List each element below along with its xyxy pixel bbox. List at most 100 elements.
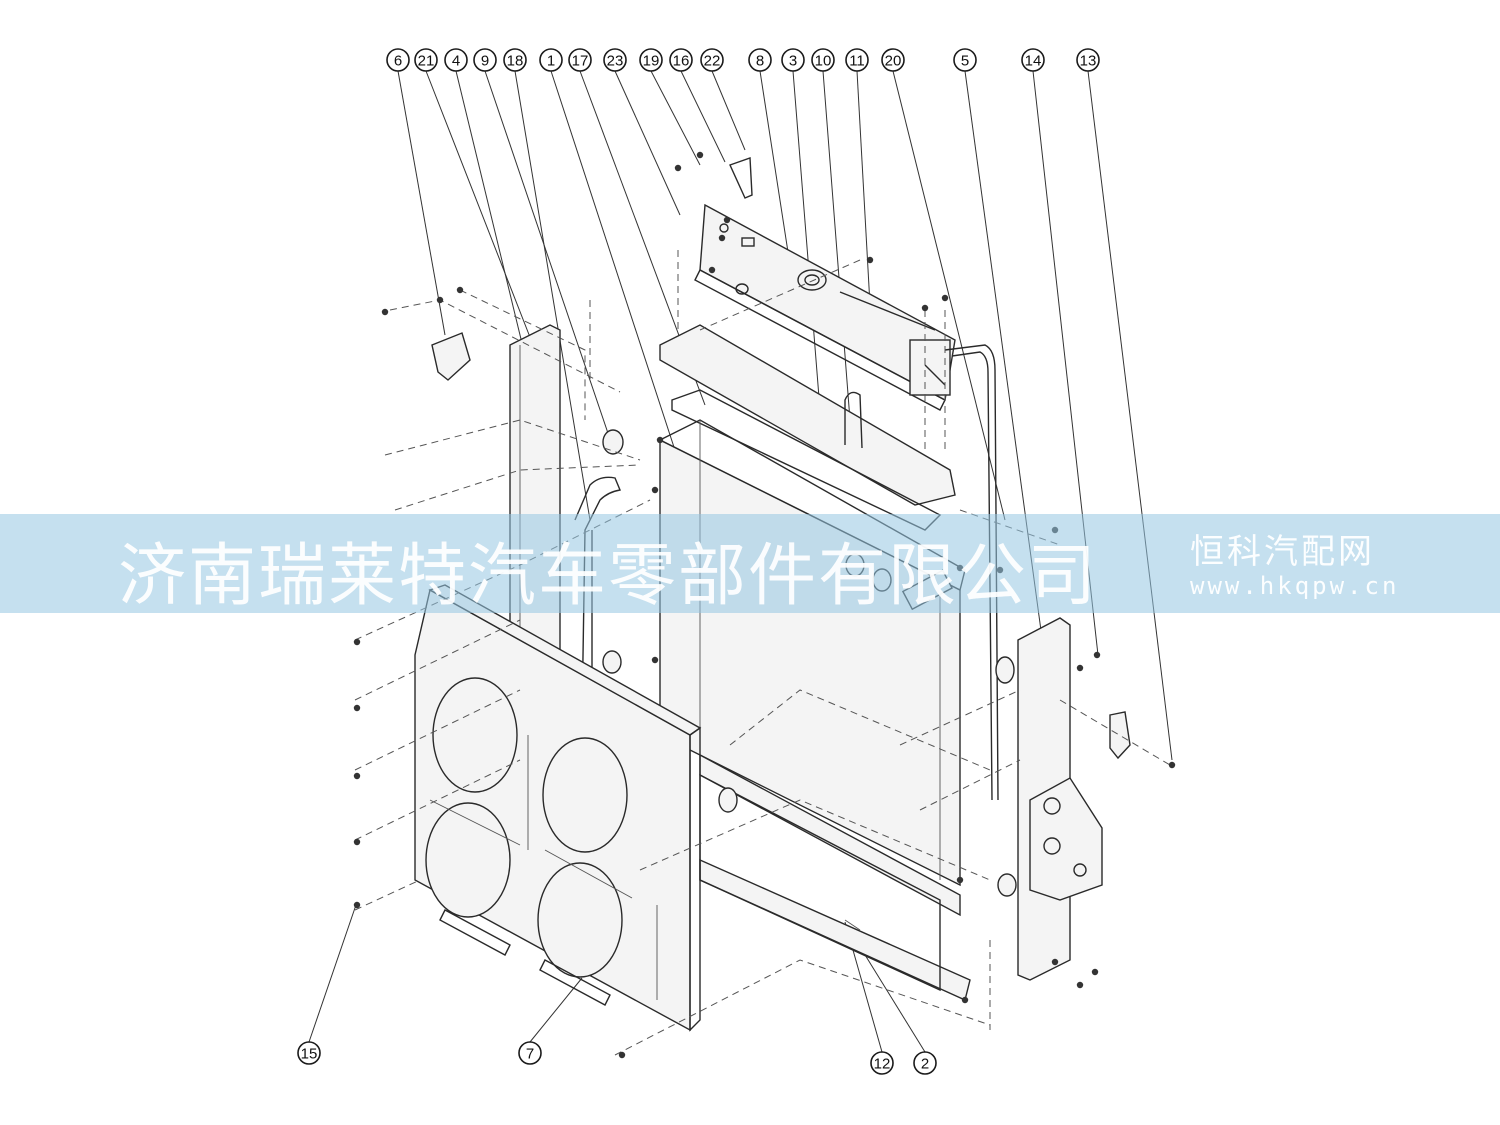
callout-circle [639,48,663,72]
bolt-icon [651,656,659,664]
callout-number: 18 [507,53,524,70]
leader-line-1 [550,70,689,491]
bolt-icon [381,308,389,316]
callout-number: 16 [673,53,690,70]
watermark-site-name: 恒科汽配网 [1190,532,1375,572]
mount-bracket-left [431,332,471,381]
fan-shroud [414,584,702,1032]
callout-22: 22 [700,48,724,72]
bolt-icon [353,901,361,909]
bolt-icon [456,286,464,294]
bolt-icon [656,436,664,444]
callout-number: 23 [607,53,624,70]
bolt-icon [618,1051,626,1059]
callout-circle [539,48,563,72]
bolt-icon [651,486,659,494]
callout-13: 13 [1076,48,1100,72]
leader-line-21 [425,70,536,351]
leader-line-6 [397,70,446,336]
callout-circle [881,48,905,72]
callout-circle [297,1041,321,1065]
bolt-icon [961,996,969,1004]
callout-circle [386,48,410,72]
callout-11: 11 [845,48,869,72]
leader-line-7 [529,977,583,1043]
leader-line-9 [484,70,613,446]
callout-20: 20 [881,48,905,72]
leader-line-15 [308,901,358,1043]
callout-circle [1076,48,1100,72]
callout-23: 23 [603,48,627,72]
leader-line-19 [650,70,701,166]
callout-number: 21 [418,53,435,70]
callout-circle [1021,48,1045,72]
callout-10: 10 [811,48,835,72]
callout-number: 10 [815,53,832,70]
callout-number: 5 [961,53,969,70]
callout-21: 21 [414,48,438,72]
bolt-icon [1168,761,1176,769]
callout-circle [870,1051,894,1075]
bolt-icon [1093,651,1101,659]
bolt-icon [956,876,964,884]
leader-line-20 [892,70,1006,521]
mount-bracket-right [1109,711,1131,760]
callout-circle [503,48,527,72]
callout-2: 2 [913,1051,937,1075]
bolt-icon [1076,981,1084,989]
callout-18: 18 [503,48,527,72]
callout-number: 8 [756,53,764,70]
callout-number: 20 [885,53,902,70]
callout-7: 7 [518,1041,542,1065]
callout-number: 11 [849,53,865,70]
leader-line-8 [759,70,791,266]
callout-number: 4 [452,53,460,70]
callout-1: 1 [539,48,563,72]
overflow-pipe [944,344,999,801]
leader-line-16 [680,70,726,163]
bolt-icon [353,772,361,780]
leader-line-10 [822,70,851,421]
leader-line-13 [1087,70,1173,761]
callout-circle [781,48,805,72]
right-side-bracket [1017,617,1103,981]
bolt-icon [696,151,704,159]
watermark-band: 济南瑞莱特汽车零部件有限公司 恒科汽配网 www.hkqpw.cn [0,514,1500,616]
callout-circle [603,48,627,72]
bolt-icon [723,216,731,224]
callout-4: 4 [444,48,468,72]
bolt-icon [353,638,361,646]
callout-19: 19 [639,48,663,72]
callout-number: 6 [394,53,402,70]
leader-line-2 [861,949,926,1053]
callout-8: 8 [748,48,772,72]
leader-line-11 [856,70,871,306]
bolt-icon [718,234,726,242]
callout-circle [473,48,497,72]
callout-15: 15 [297,1041,321,1065]
callout-number: 2 [921,1056,929,1073]
callout-number: 14 [1025,53,1042,70]
bolt-icon [1091,968,1099,976]
callout-number: 3 [789,53,797,70]
bolt-icon [353,838,361,846]
callout-circle [700,48,724,72]
bushing [602,429,624,455]
callout-circle [444,48,468,72]
callout-9: 9 [473,48,497,72]
bolt-icon [921,304,929,312]
bolt-icon [941,294,949,302]
callout-number: 7 [526,1046,534,1063]
callout-number: 12 [874,1056,891,1073]
callout-circle [518,1041,542,1065]
callout-circle [748,48,772,72]
callout-17: 17 [568,48,592,72]
callout-circle [669,48,693,72]
callout-number: 13 [1080,53,1097,70]
callout-circle [953,48,977,72]
watermark-site-url: www.hkqpw.cn [1190,572,1400,600]
callout-circle [811,48,835,72]
bolt-icon [1076,664,1084,672]
callout-circle [845,48,869,72]
